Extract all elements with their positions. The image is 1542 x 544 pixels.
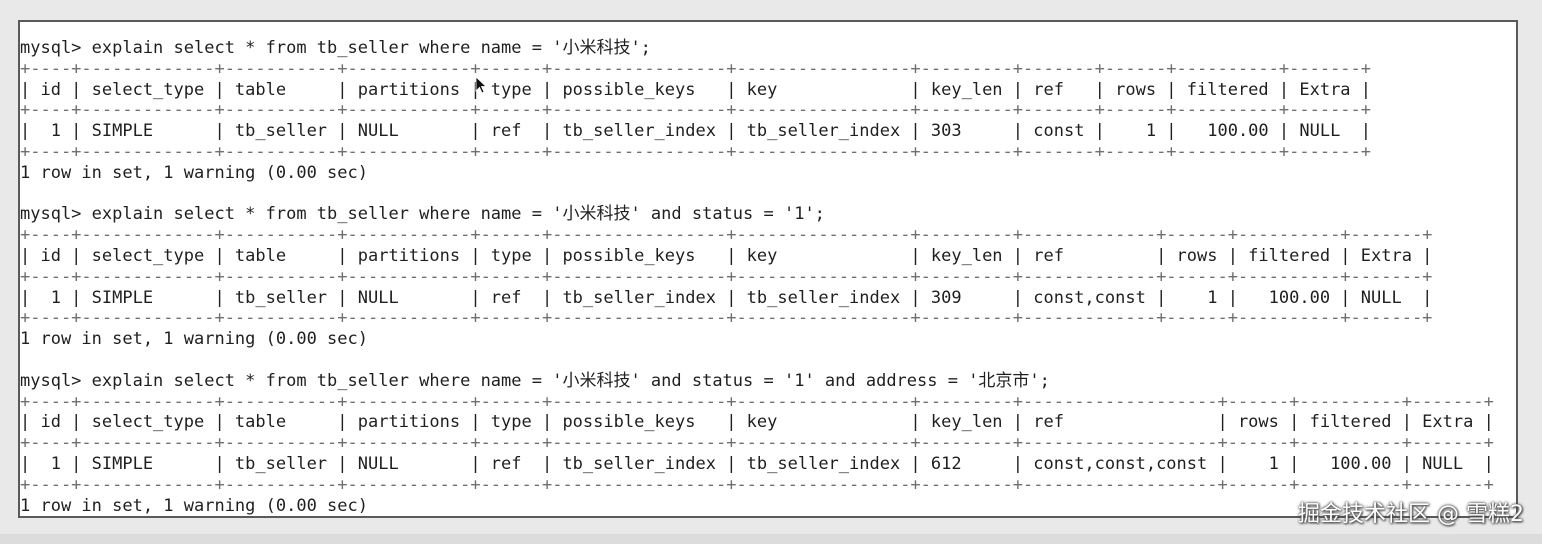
table-row: | 1 | SIMPLE | tb_seller | NULL | ref | … xyxy=(20,121,1372,142)
table-header-row: | id | select_type | table | partitions … xyxy=(20,412,1494,433)
terminal-output: mysql> explain select * from tb_seller w… xyxy=(20,38,1494,516)
result-summary: 1 row in set, 1 warning (0.00 sec) xyxy=(20,329,368,350)
table-border-line: +----+-------------+-----------+--------… xyxy=(20,308,1433,329)
table-header-row: | id | select_type | table | partitions … xyxy=(20,79,1372,100)
table-row: | 1 | SIMPLE | tb_seller | NULL | ref | … xyxy=(20,453,1494,474)
prompt-line-query-3: mysql> explain select * from tb_seller w… xyxy=(20,370,1050,391)
table-border-line: +----+-------------+-----------+--------… xyxy=(20,100,1372,121)
table-border-line: +----+-------------+-----------+--------… xyxy=(20,474,1494,495)
table-border-line: +----+-------------+-----------+--------… xyxy=(20,141,1372,162)
table-border-line: +----+-------------+-----------+--------… xyxy=(20,225,1433,246)
result-summary: 1 row in set, 1 warning (0.00 sec) xyxy=(20,495,368,516)
terminal-window[interactable]: mysql> explain select * from tb_seller w… xyxy=(18,20,1518,518)
table-border-line: +----+-------------+-----------+--------… xyxy=(20,58,1372,79)
prompt-line-query-2: mysql> explain select * from tb_seller w… xyxy=(20,204,825,225)
result-summary: 1 row in set, 1 warning (0.00 sec) xyxy=(20,162,368,183)
blank-line xyxy=(20,350,1494,371)
table-border-line: +----+-------------+-----------+--------… xyxy=(20,433,1494,454)
bottom-strip xyxy=(0,534,1542,544)
table-header-row: | id | select_type | table | partitions … xyxy=(20,245,1433,266)
prompt-line-query-1: mysql> explain select * from tb_seller w… xyxy=(20,38,651,58)
blank-line xyxy=(20,184,1494,205)
mouse-cursor-icon xyxy=(475,76,487,94)
table-row: | 1 | SIMPLE | tb_seller | NULL | ref | … xyxy=(20,287,1433,308)
table-border-line: +----+-------------+-----------+--------… xyxy=(20,266,1433,287)
table-border-line: +----+-------------+-----------+--------… xyxy=(20,391,1494,412)
watermark: 掘金技术社区 @ 雪糕2 xyxy=(1298,502,1524,527)
